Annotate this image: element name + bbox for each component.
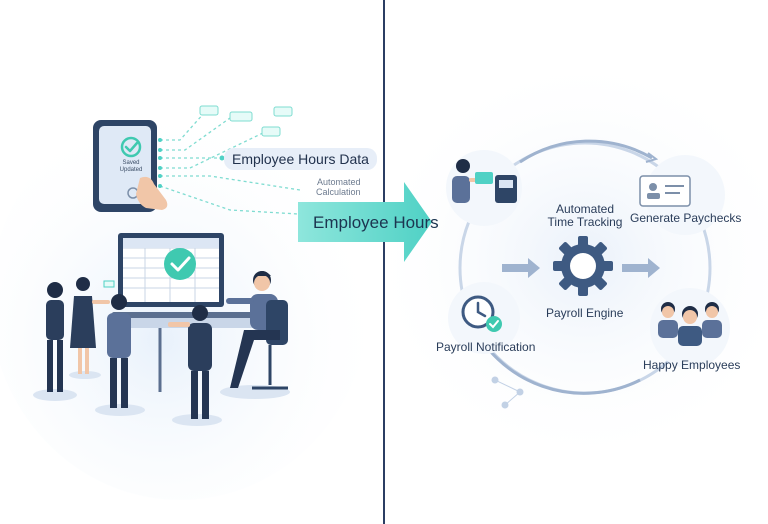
employee-hours-data-label: Employee Hours Data [224,148,377,170]
device-check-icon [120,136,142,158]
automated-time-tracking-line1: Automated [555,202,615,216]
happy-employees-node [650,288,730,368]
device-screen-line2: Updated [119,166,143,173]
automated-calculation-label: Automated Calculation [316,177,361,198]
network-dots [491,376,524,409]
data-streams [159,111,301,215]
payroll-engine-label: Payroll Engine [546,306,624,320]
generate-paychecks-label: Generate Paychecks [630,211,742,225]
center-arrow [298,182,432,262]
dollar-gear-icon [553,236,613,296]
automated-calculation-line2: Calculation [316,187,361,198]
notification-node [448,282,520,354]
happy-employees-label: Happy Employees [643,358,741,372]
id-card-icon [639,175,691,207]
device-screen-text: Saved Updated [113,160,149,173]
team-people [33,271,290,426]
employee-hours-arrow-label: Employee Hours [313,213,439,232]
payroll-notification-label: Payroll Notification [436,340,536,354]
paychecks-node [639,155,725,235]
automated-time-tracking-label: Automated Time Tracking [545,202,625,230]
data-chips [158,105,293,188]
time-tracking-node [446,150,522,226]
automated-calculation-line1: Automated [317,177,361,187]
device-screen-line1: Saved [122,160,140,166]
monitor-check-icon [164,248,196,280]
time-clock-device [93,120,168,212]
automated-time-tracking-line2: Time Tracking [547,215,623,230]
payroll-engine-gear [502,236,660,296]
